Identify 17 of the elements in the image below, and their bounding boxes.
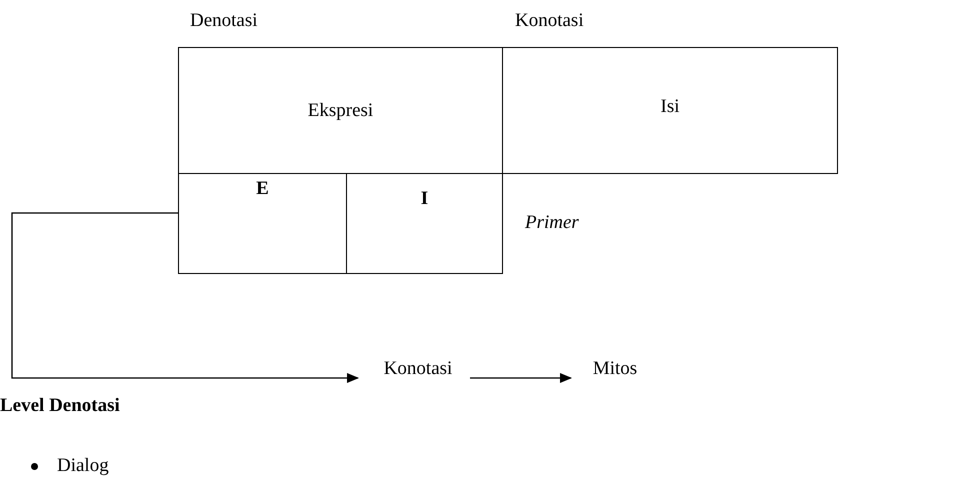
arrow [11, 212, 359, 383]
column-heading: Konotasi [515, 10, 584, 32]
cell-text: Ekspresi [308, 100, 374, 122]
node-label: Mitos [592, 358, 638, 380]
table-cell [502, 47, 838, 174]
cell-text: Isi [660, 96, 680, 118]
node-label: Konotasi [384, 358, 452, 380]
list-item: Dialog [57, 455, 109, 477]
cell-text: E [256, 178, 269, 200]
table-cell [178, 47, 503, 174]
section-heading: Level Denotasi [0, 395, 120, 417]
cell-text: Primer [525, 212, 579, 234]
table-cell [346, 173, 503, 274]
table-cell [178, 173, 347, 274]
cell-text: I [420, 188, 428, 210]
arrow [470, 373, 572, 383]
column-heading: Denotasi [190, 10, 258, 32]
